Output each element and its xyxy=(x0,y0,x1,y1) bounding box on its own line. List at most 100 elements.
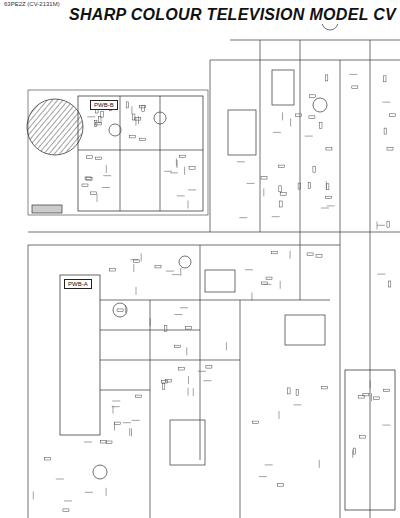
component-stroke xyxy=(106,165,107,173)
component-stroke xyxy=(309,95,315,98)
component-stroke xyxy=(130,135,136,138)
component-stroke xyxy=(106,441,112,444)
component-stroke xyxy=(112,401,120,402)
component-stroke xyxy=(63,509,69,512)
component-stroke xyxy=(309,116,315,119)
component-stroke xyxy=(180,268,181,276)
component-stroke xyxy=(384,389,390,392)
component-stroke xyxy=(64,500,72,501)
component-stroke xyxy=(96,122,102,125)
component-stroke xyxy=(136,287,137,295)
component-stroke xyxy=(280,201,283,207)
component-stroke xyxy=(279,411,280,419)
component-stroke xyxy=(112,406,120,407)
component-stroke xyxy=(295,114,301,117)
component-stroke xyxy=(206,366,212,369)
component-stroke xyxy=(237,161,245,162)
component-stroke xyxy=(184,167,185,175)
component-stroke xyxy=(353,448,356,454)
component-stroke xyxy=(94,120,97,126)
component-stroke xyxy=(142,105,145,111)
component-stroke xyxy=(177,160,178,168)
component-stroke xyxy=(175,345,181,348)
component-stroke xyxy=(259,476,267,477)
page-title: SHARP COLOUR TELEVISION MODEL CV xyxy=(69,6,396,24)
component-stroke xyxy=(178,368,184,371)
component-stroke xyxy=(327,205,335,206)
component-stroke xyxy=(166,271,174,272)
component-stroke xyxy=(109,269,115,272)
component-stroke xyxy=(319,460,320,468)
component-stroke xyxy=(133,264,134,272)
component-stroke xyxy=(129,428,130,436)
component-stroke xyxy=(282,112,283,120)
component-stroke xyxy=(125,305,126,313)
component-stroke xyxy=(377,222,378,230)
component-stroke xyxy=(326,196,332,199)
component-stroke xyxy=(87,156,93,159)
component-stroke xyxy=(313,166,316,172)
board-name: PWB-B xyxy=(94,102,114,108)
component-stroke xyxy=(290,251,291,259)
component-stroke xyxy=(388,281,391,287)
component-stroke xyxy=(132,420,140,421)
component-stroke xyxy=(33,492,34,500)
component-stroke xyxy=(188,388,189,396)
component-stroke xyxy=(371,393,372,401)
component-stroke xyxy=(86,178,92,181)
component-stroke xyxy=(186,327,192,330)
component-stroke xyxy=(102,187,110,188)
component-stroke xyxy=(273,132,281,133)
component-stroke xyxy=(96,157,102,160)
component-stroke xyxy=(278,484,284,487)
component-stroke xyxy=(377,274,385,275)
component-stroke xyxy=(278,165,284,168)
component-stroke xyxy=(180,307,188,308)
component-stroke xyxy=(188,201,189,209)
component-stroke xyxy=(316,255,322,258)
component-stroke xyxy=(349,74,357,75)
component-stroke xyxy=(132,114,135,120)
component-stroke xyxy=(56,479,64,480)
component-stroke xyxy=(253,421,259,424)
component-stroke xyxy=(140,138,146,141)
component-stroke xyxy=(155,265,161,268)
component-stroke xyxy=(140,105,146,108)
component-stroke xyxy=(189,167,195,170)
component-stroke xyxy=(131,106,132,114)
component-stroke xyxy=(382,425,390,426)
component-stroke xyxy=(103,175,111,176)
component-stroke xyxy=(266,277,272,280)
component-stroke xyxy=(141,253,142,261)
component-stroke xyxy=(106,488,107,496)
component-stroke xyxy=(135,395,141,398)
component-stroke xyxy=(101,111,104,117)
component-stroke xyxy=(203,380,211,381)
component-stroke xyxy=(188,376,189,384)
component-stroke xyxy=(85,492,93,493)
component-stroke xyxy=(226,342,227,350)
component-stroke xyxy=(131,429,132,437)
component-stroke xyxy=(164,171,172,172)
board-label-box: PWB-B xyxy=(90,100,118,110)
component-stroke xyxy=(130,259,138,260)
component-stroke xyxy=(305,136,313,137)
component-stroke xyxy=(265,464,273,465)
component-stroke xyxy=(45,458,51,461)
component-stroke xyxy=(352,450,353,458)
component-stroke xyxy=(162,383,165,389)
component-stroke xyxy=(126,102,129,108)
component-stroke xyxy=(261,177,267,180)
component-stroke xyxy=(359,436,365,439)
component-stroke xyxy=(175,314,183,315)
component-stroke xyxy=(262,282,268,285)
component-stroke xyxy=(133,260,139,263)
component-stroke xyxy=(198,371,206,372)
component-stroke xyxy=(382,102,390,103)
component-stroke xyxy=(288,388,291,394)
component-stroke xyxy=(177,195,185,196)
board-label-box: PWB-A xyxy=(64,279,92,289)
component-stroke xyxy=(135,118,141,121)
board-name: PWB-A xyxy=(68,281,88,287)
